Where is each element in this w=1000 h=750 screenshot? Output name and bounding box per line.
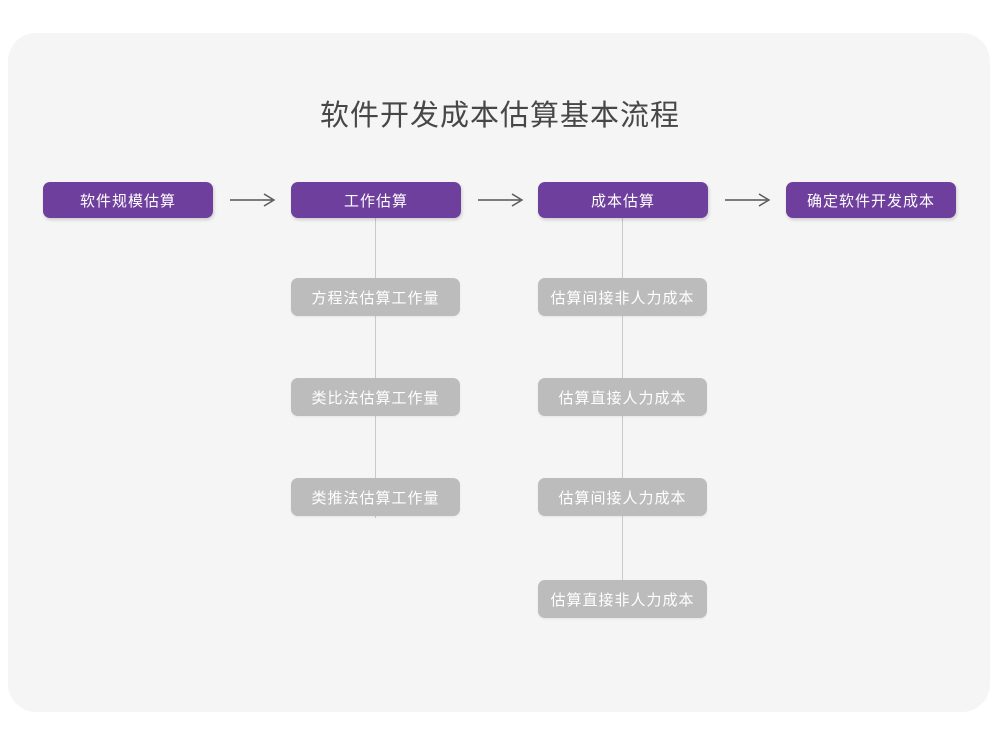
arrow-stage-2-to-stage-3 [476,189,526,211]
substep-node-equation-method-effort[interactable]: 方程法估算工作量 [291,278,460,316]
arrow-stage-1-to-stage-2 [228,189,278,211]
substep-node-direct-labor-cost[interactable]: 估算直接人力成本 [538,378,707,416]
connector-line-stage-2 [375,218,376,518]
stage-node-effort-estimation[interactable]: 工作估算 [291,182,461,218]
stage-node-software-scale-estimation[interactable]: 软件规模估算 [43,182,213,218]
substep-node-analogy-method-effort[interactable]: 类比法估算工作量 [291,378,460,416]
substep-node-indirect-labor-cost[interactable]: 估算间接人力成本 [538,478,707,516]
arrow-stage-3-to-stage-4 [723,189,773,211]
substep-node-indirect-non-labor-cost[interactable]: 估算间接非人力成本 [538,278,707,316]
substep-node-inference-method-effort[interactable]: 类推法估算工作量 [291,478,460,516]
stage-node-cost-estimation[interactable]: 成本估算 [538,182,708,218]
substep-node-direct-non-labor-cost[interactable]: 估算直接非人力成本 [538,580,707,618]
diagram-card [8,33,990,712]
stage-node-determine-development-cost[interactable]: 确定软件开发成本 [786,182,956,218]
page-title: 软件开发成本估算基本流程 [319,100,680,132]
connector-line-stage-3 [622,218,623,618]
